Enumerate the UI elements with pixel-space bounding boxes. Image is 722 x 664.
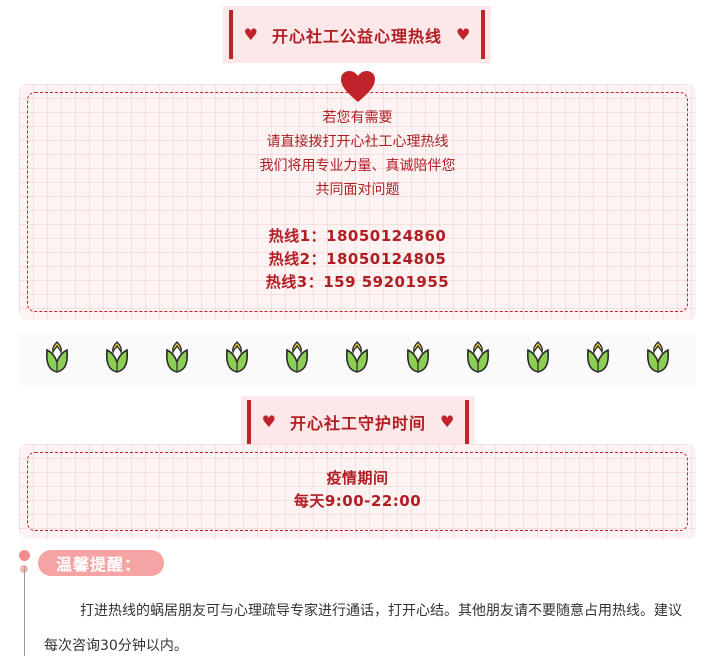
reminder-divider [24,566,25,656]
intro-line: 共同面对问题 [315,182,400,198]
tulip-icon [164,340,190,378]
reminder-dot [19,550,30,561]
heart-icon [341,71,375,102]
tulip-icon [284,340,310,378]
heart-icon: ♥ [261,412,276,431]
tulip-icon [645,340,671,378]
tulip-decoration-row [19,333,696,385]
hotline-panel: 若您有需要 请直接拨打开心社工心理热线 我们将用专业力量、真诚陪伴您 共同面对问… [19,84,696,320]
tulip-icon [44,340,70,378]
intro-line: 请直接拨打开心社工心理热线 [266,134,449,150]
hours-text: 疫情期间 每天9:00-22:00 [19,467,696,513]
tulip-icon [465,340,491,378]
hotline-numbers: 热线1：18050124860 热线2：18050124805 热线3：159 … [19,225,696,294]
tulip-icon [104,340,130,378]
hours-panel-border [27,452,688,531]
hotline-intro: 若您有需要 请直接拨打开心社工心理热线 我们将用专业力量、真诚陪伴您 共同面对问… [19,106,696,202]
hours-title-frame: ♥ 开心社工守护时间 ♥ [247,400,469,444]
hours-title: 开心社工守护时间 [289,414,426,433]
hotline-number[interactable]: 热线3：159 59201955 [265,273,450,291]
hours-title-banner: ♥ 开心社工守护时间 ♥ [241,396,475,448]
hours-period-label: 疫情期间 [326,469,389,487]
hotline-title: 开心社工公益心理热线 [271,26,442,46]
heart-icon: ♥ [440,412,455,431]
tulip-icon [405,340,431,378]
tulip-icon [224,340,250,378]
heart-icon: ♥ [243,24,258,44]
intro-line: 若您有需要 [322,110,393,126]
tulip-icon [344,340,370,378]
heart-icon: ♥ [456,24,471,44]
hotline-title-banner: ♥ 开心社工公益心理热线 ♥ [223,6,491,63]
hotline-number[interactable]: 热线2：18050124805 [268,250,447,268]
tulip-icon [525,340,551,378]
hotline-title-frame: ♥ 开心社工公益心理热线 ♥ [229,10,485,59]
hours-panel: 疫情期间 每天9:00-22:00 [19,444,696,539]
tulip-icon [585,340,611,378]
reminder-text: 打进热线的蜗居朋友可与心理疏导专家进行通话，打开心结。其他朋友请不要随意占用热线… [44,603,682,654]
reminder-badge: 温馨提醒： [38,550,164,576]
hours-value: 每天9:00-22:00 [293,492,422,510]
hotline-number[interactable]: 热线1：18050124860 [268,227,447,245]
intro-line: 我们将用专业力量、真诚陪伴您 [259,158,456,174]
